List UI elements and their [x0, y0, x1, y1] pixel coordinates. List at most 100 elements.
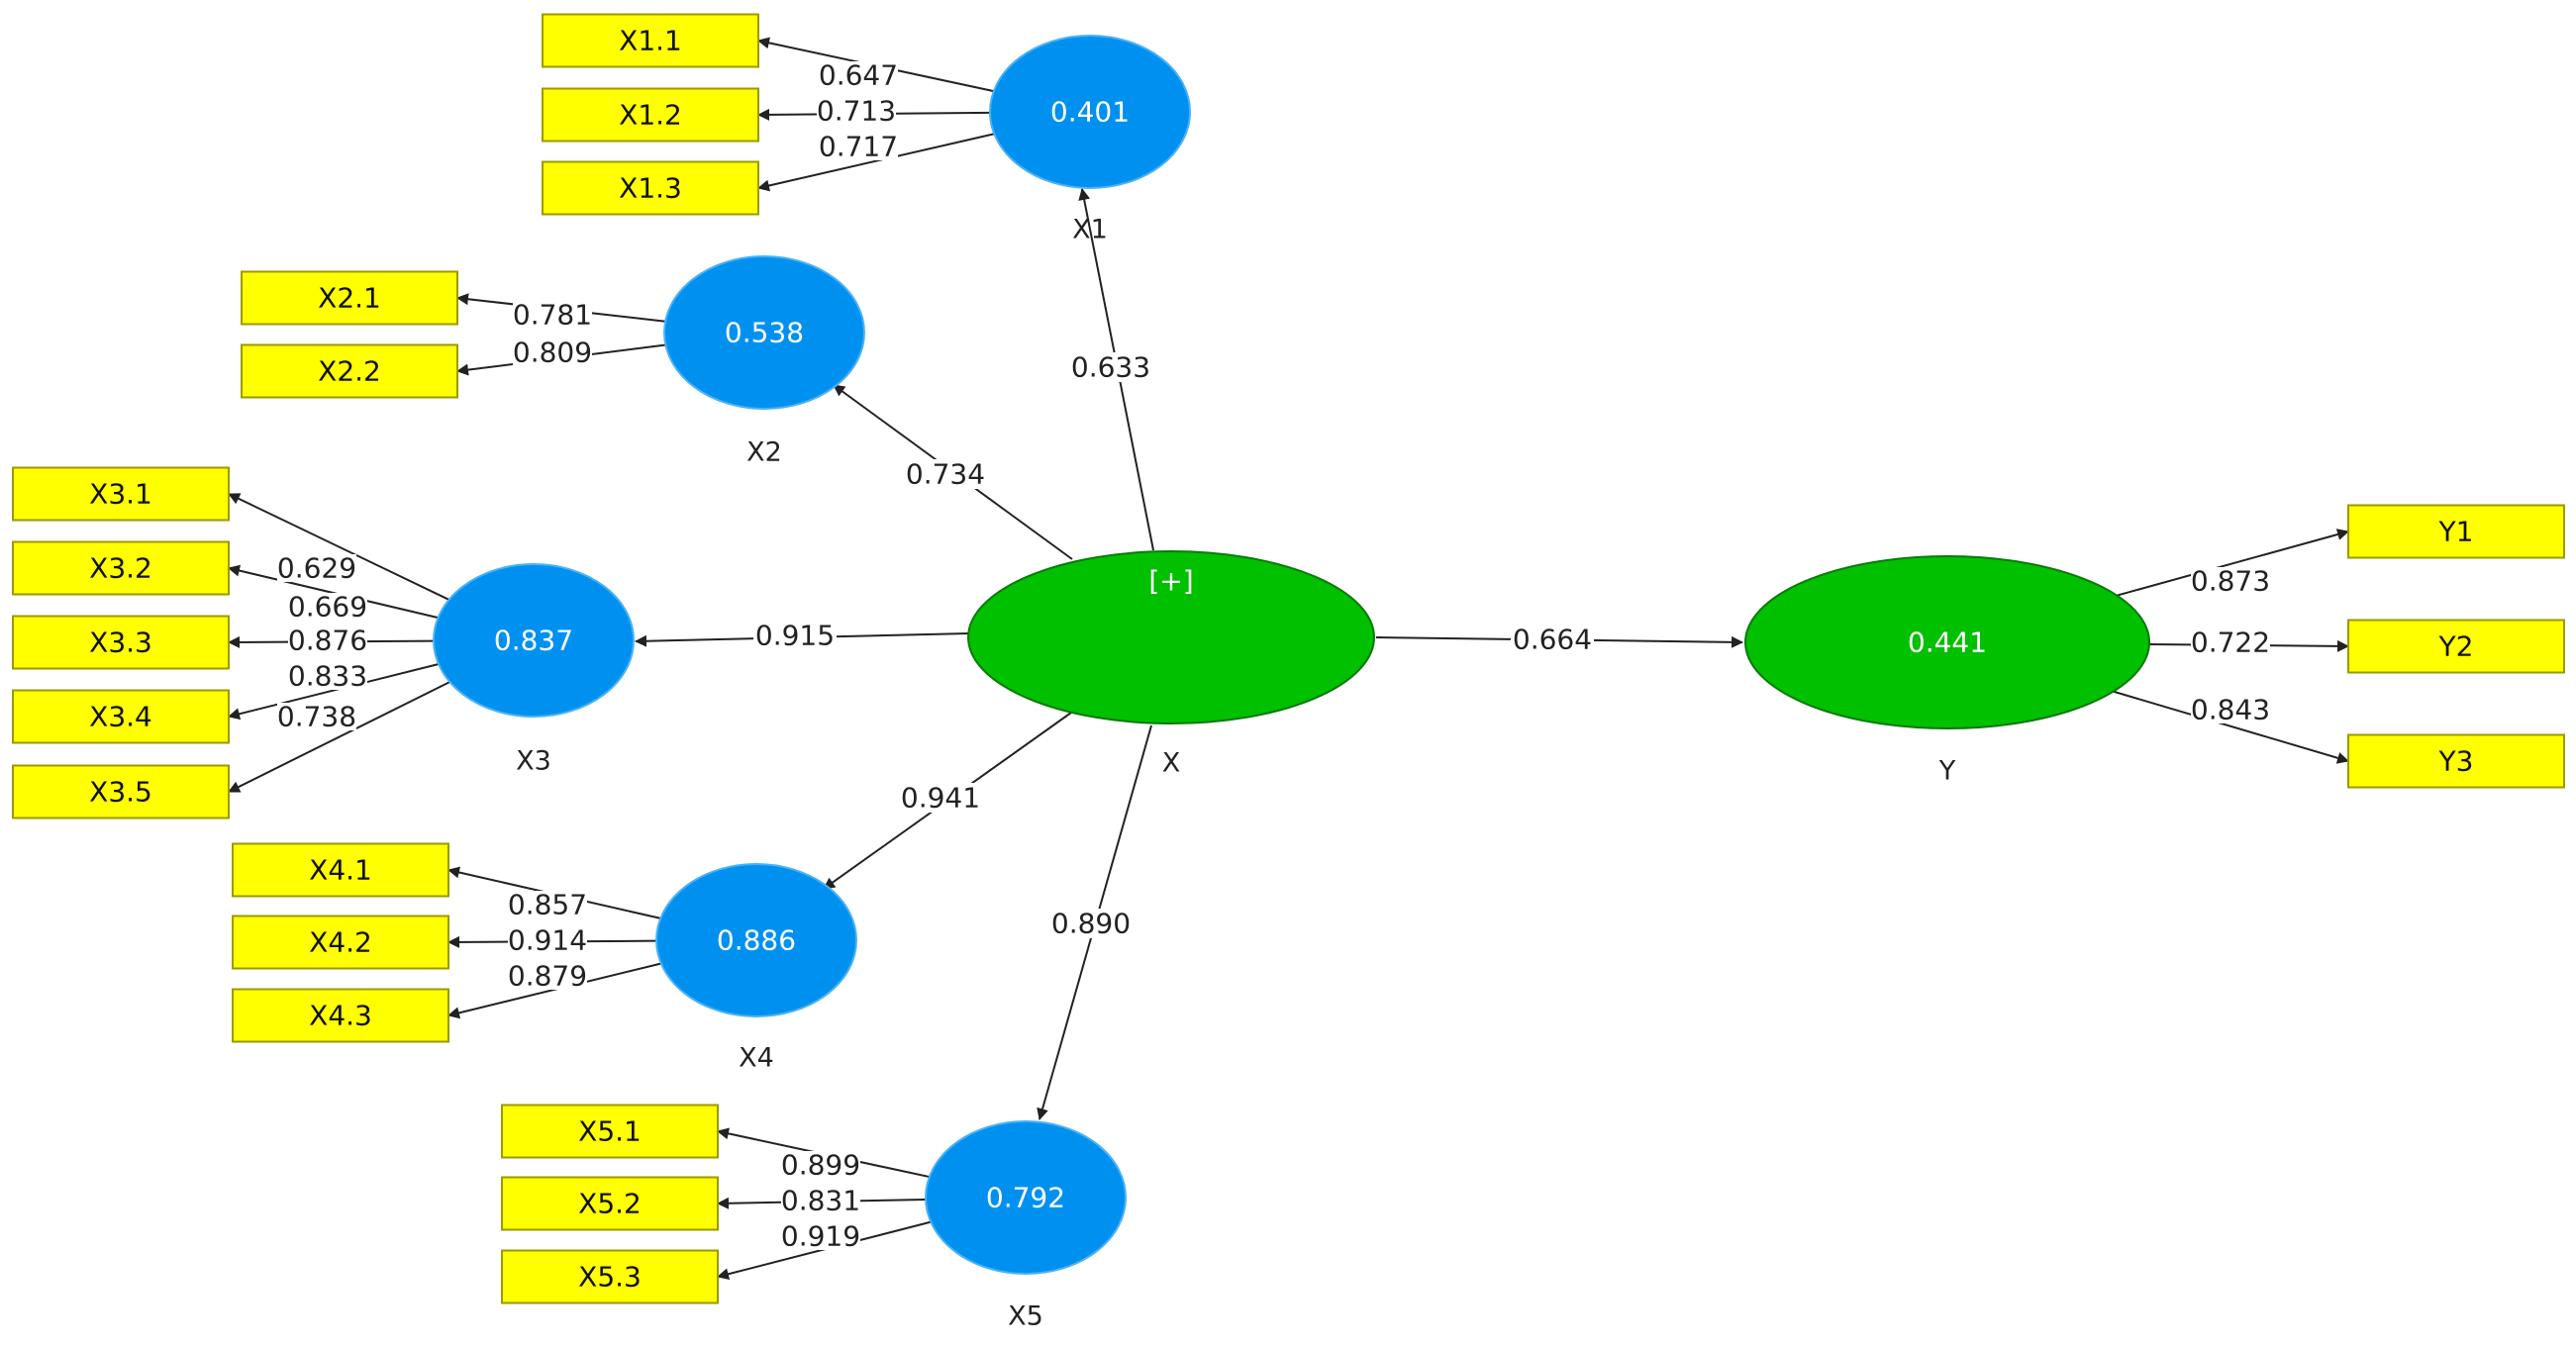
loading-value-x5-3: 0.919: [781, 1220, 860, 1253]
loading-arrow-x1-3: [757, 133, 995, 192]
indicator-label-x4-1: X4.1: [309, 854, 372, 887]
path-label-bg: [753, 621, 837, 650]
indicator-box-x3-4[interactable]: [12, 689, 230, 744]
construct-x[interactable]: [967, 550, 1375, 724]
path-label-bg: [904, 459, 987, 489]
loading-value-x3-1: 0.629: [277, 552, 356, 585]
indicator-box-x3-1[interactable]: [12, 466, 230, 522]
path-coefficient-x-to-x2: 0.734: [906, 458, 985, 491]
path-label-bg: [1049, 909, 1133, 938]
construct-name-x4: X4: [739, 1043, 774, 1074]
indicator-box-x5-3[interactable]: [501, 1249, 719, 1304]
indicator-box-y1[interactable]: [2347, 504, 2565, 559]
construct-name-y: Y: [1938, 756, 1956, 787]
loading-label-bg: [819, 61, 898, 89]
construct-y[interactable]: [1744, 555, 2150, 729]
loading-value-x5-2: 0.831: [781, 1185, 860, 1217]
loading-label-bg: [277, 554, 356, 582]
construct-value-x4: 0.886: [717, 924, 796, 957]
indicator-label-x5-3: X5.3: [578, 1261, 642, 1294]
path-label-bg: [1511, 625, 1594, 654]
loading-value-x4-1: 0.857: [508, 889, 587, 921]
construct-name-x2: X2: [746, 437, 782, 468]
loading-value-x1-1: 0.647: [819, 59, 898, 92]
indicator-box-x2-2[interactable]: [241, 343, 458, 399]
indicator-label-x1-3: X1.3: [619, 172, 682, 205]
loading-arrow-x3-1: [228, 493, 449, 601]
indicator-box-x3-2[interactable]: [12, 540, 230, 596]
loading-value-y3: 0.843: [2191, 694, 2270, 726]
construct-name-x: X: [1162, 748, 1181, 779]
indicator-label-y3: Y3: [2438, 745, 2474, 778]
loading-value-x1-3: 0.717: [819, 131, 898, 163]
indicator-box-x1-3[interactable]: [542, 160, 759, 216]
construct-value-x2: 0.538: [725, 317, 804, 349]
indicator-label-x5-2: X5.2: [578, 1188, 642, 1220]
path-coefficient-x-to-x3: 0.915: [755, 620, 835, 652]
construct-name-x1: X1: [1072, 215, 1108, 245]
indicator-label-y2: Y2: [2438, 630, 2474, 663]
indicator-box-x1-1[interactable]: [542, 13, 759, 68]
indicator-label-x4-2: X4.2: [309, 926, 372, 959]
loading-label-bg: [819, 133, 898, 160]
indicator-box-x1-2[interactable]: [542, 87, 759, 143]
indicator-label-y1: Y1: [2438, 516, 2474, 548]
indicator-box-x4-3[interactable]: [232, 988, 449, 1043]
loading-label-bg: [277, 703, 356, 730]
path-coefficient-x-to-x1: 0.633: [1071, 351, 1150, 384]
loading-label-bg: [288, 662, 367, 690]
construct-x5[interactable]: [925, 1120, 1127, 1275]
indicator-label-x2-2: X2.2: [318, 355, 381, 388]
path-label-bg: [1069, 352, 1152, 382]
loading-label-bg: [2191, 567, 2270, 595]
indicator-label-x3-3: X3.3: [89, 626, 152, 659]
indicator-box-x5-2[interactable]: [501, 1176, 719, 1231]
indicator-label-x3-1: X3.1: [89, 478, 152, 511]
loading-label-bg: [288, 626, 367, 654]
indicator-box-x2-1[interactable]: [241, 270, 458, 326]
loading-label-bg: [781, 1187, 860, 1214]
loading-value-x4-2: 0.914: [508, 924, 587, 957]
loading-value-x3-4: 0.833: [288, 660, 367, 693]
indicator-box-x3-3[interactable]: [12, 615, 230, 670]
loading-label-bg: [288, 593, 367, 621]
loading-label-bg: [513, 301, 592, 329]
indicator-box-y2[interactable]: [2347, 619, 2565, 674]
indicator-box-x5-1[interactable]: [501, 1104, 719, 1159]
indicator-label-x1-2: X1.2: [619, 99, 682, 132]
nodes-layer: [12, 13, 2565, 1304]
construct-value-x[interactable]: [+]: [1148, 565, 1193, 598]
indicator-label-x1-1: X1.1: [619, 25, 682, 57]
loading-arrow-y3: [2113, 690, 2349, 764]
construct-x1[interactable]: [989, 35, 1191, 189]
construct-value-x1: 0.401: [1050, 96, 1130, 129]
indicator-label-x4-3: X4.3: [309, 1000, 372, 1032]
construct-x4[interactable]: [655, 863, 857, 1017]
construct-x3[interactable]: [433, 563, 635, 718]
loading-value-x1-2: 0.713: [817, 95, 896, 128]
loading-label-bg: [508, 962, 587, 990]
path-coefficient-x-to-x5: 0.890: [1051, 908, 1131, 940]
indicator-box-x3-5[interactable]: [12, 764, 230, 819]
indicator-box-x4-1[interactable]: [232, 842, 449, 898]
construct-value-x5: 0.792: [986, 1182, 1065, 1214]
loading-label-bg: [817, 97, 896, 125]
construct-name-x3: X3: [516, 746, 551, 777]
loading-arrow-x3-4: [228, 663, 440, 721]
loading-label-bg: [508, 891, 587, 918]
indicator-box-y3[interactable]: [2347, 733, 2565, 789]
loading-arrow-x3-5: [228, 681, 450, 793]
indicator-label-x5-1: X5.1: [578, 1115, 642, 1148]
loading-value-x3-2: 0.669: [288, 591, 367, 624]
indicator-label-x3-2: X3.2: [89, 552, 152, 585]
indicator-box-x4-2[interactable]: [232, 915, 449, 970]
loading-value-x5-1: 0.899: [781, 1149, 860, 1182]
construct-x2[interactable]: [663, 255, 865, 410]
loading-value-x2-2: 0.809: [513, 337, 592, 369]
loading-value-x3-3: 0.876: [288, 625, 367, 657]
path-coefficient-x-to-y: 0.664: [1513, 624, 1592, 656]
loading-value-x3-5: 0.738: [277, 701, 356, 733]
loading-label-bg: [781, 1222, 860, 1250]
